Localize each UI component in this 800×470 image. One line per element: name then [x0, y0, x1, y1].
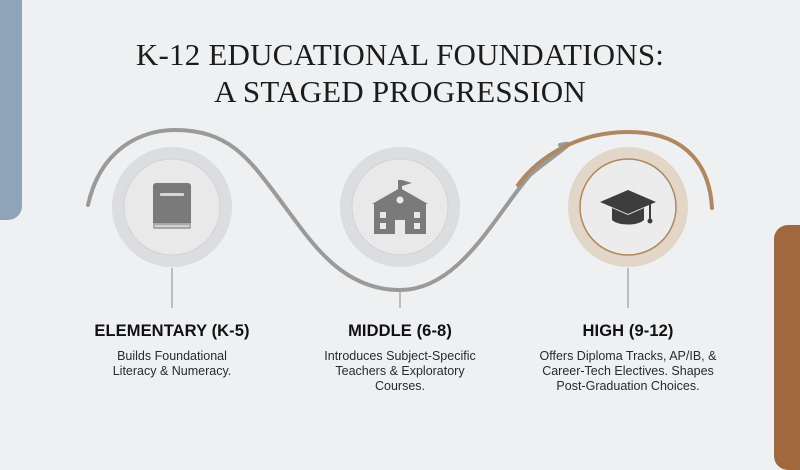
stage-desc-high: Offers Diploma Tracks, AP/IB, & Career-T… — [510, 349, 746, 394]
book-icon — [153, 183, 191, 229]
left-accent-bar — [0, 0, 22, 220]
stage-middle: MIDDLE (6-8) Introduces Subject-Specific… — [285, 322, 515, 394]
desc-line: Introduces Subject-Specific — [324, 349, 476, 363]
stage-elementary: ELEMENTARY (K-5) Builds Foundational Lit… — [57, 322, 287, 379]
progression-diagram — [86, 127, 714, 308]
stage-circle-elementary — [112, 147, 232, 267]
desc-line: Career-Tech Electives. Shapes — [542, 364, 714, 378]
title-line-2: A STAGED PROGRESSION — [214, 74, 586, 109]
desc-line: Courses. — [374, 379, 426, 393]
stage-desc-middle: Introduces Subject-Specific Teachers & E… — [285, 349, 515, 394]
stage-high: HIGH (9-12) Offers Diploma Tracks, AP/IB… — [510, 322, 746, 394]
desc-line: Offers Diploma Tracks, AP/IB, & — [539, 349, 717, 363]
stage-title-high: HIGH (9-12) — [582, 322, 674, 340]
desc-line: Literacy & Numeracy. — [112, 364, 232, 378]
stage-circle-high — [568, 147, 688, 267]
school-building-icon — [372, 180, 428, 234]
desc-line: Teachers & Exploratory — [335, 364, 465, 378]
graduation-cap-icon — [600, 190, 656, 225]
wave-connector-brown — [516, 129, 714, 210]
right-accent-bar — [774, 225, 800, 470]
desc-line: Post-Graduation Choices. — [556, 379, 700, 393]
title-line-1: K-12 EDUCATIONAL FOUNDATIONS: — [135, 37, 665, 72]
stage-circle-middle — [340, 147, 460, 267]
stage-title-middle: MIDDLE (6-8) — [348, 322, 452, 340]
stage-desc-elementary: Builds Foundational Literacy & Numeracy. — [57, 349, 287, 379]
desc-line: Builds Foundational — [117, 349, 227, 363]
page-title: K-12 EDUCATIONAL FOUNDATIONS: A STAGED P… — [0, 36, 800, 110]
wave-connector-gray — [86, 127, 571, 293]
stage-title-elementary: ELEMENTARY (K-5) — [94, 322, 250, 340]
